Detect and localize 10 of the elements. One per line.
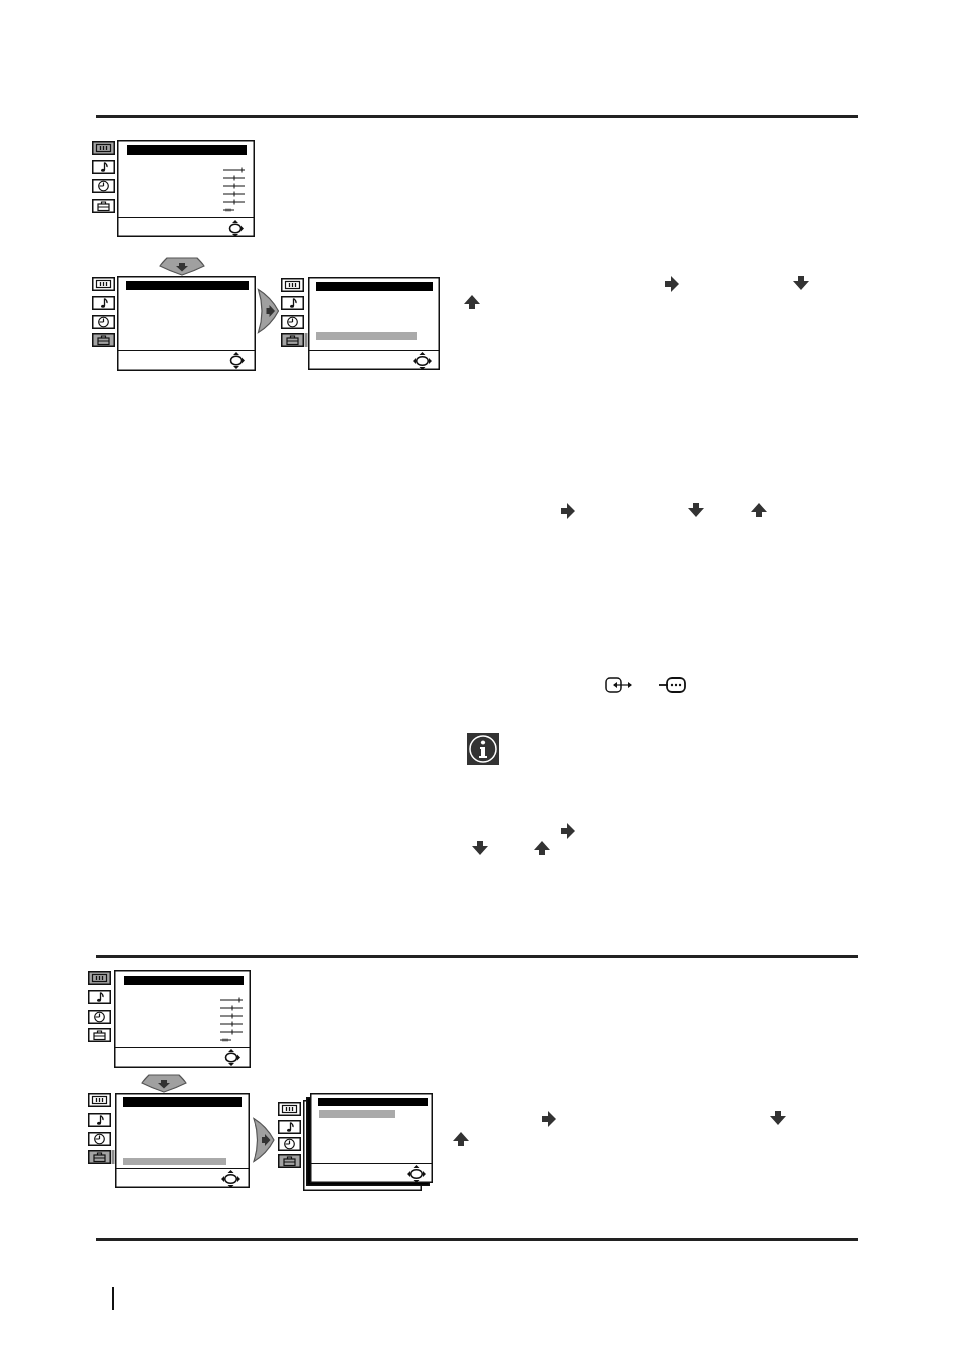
menu-screen	[278, 1093, 433, 1191]
menu-screen	[88, 1093, 250, 1188]
arrow-button	[257, 288, 280, 334]
menu-screen	[88, 970, 251, 1068]
menu-screen	[281, 277, 440, 370]
arrow-button	[253, 1117, 275, 1163]
menu-screen	[92, 276, 256, 371]
menu-screen	[92, 140, 255, 237]
arrow-button	[141, 1074, 187, 1093]
arrow-button	[159, 257, 205, 276]
